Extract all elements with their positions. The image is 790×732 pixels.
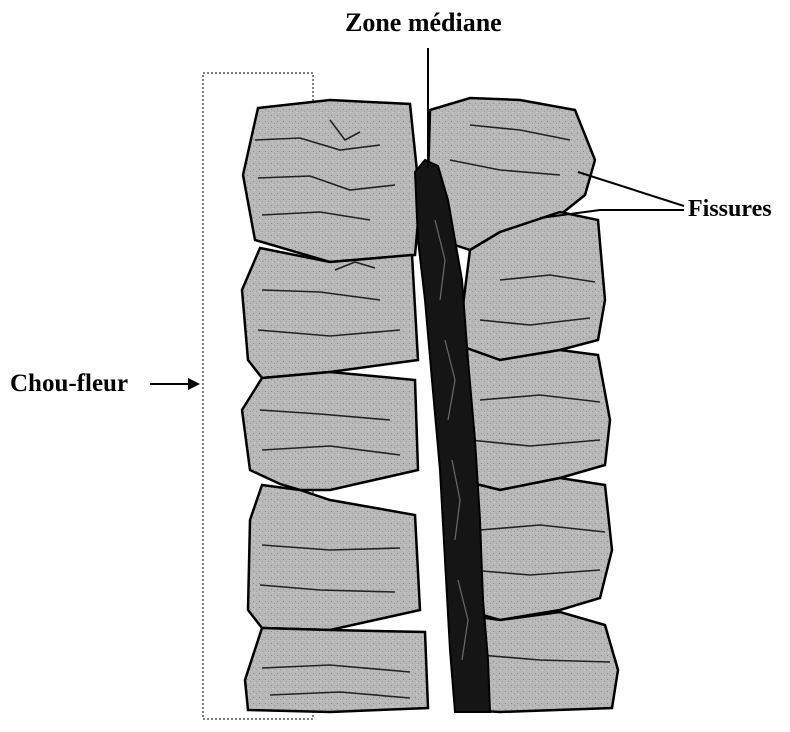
block-left-5 bbox=[245, 628, 428, 712]
block-group-left bbox=[242, 100, 428, 712]
block-left-3 bbox=[242, 372, 418, 490]
block-left-4 bbox=[248, 485, 420, 630]
arrow-chou-fleur bbox=[150, 378, 200, 390]
block-right-3 bbox=[458, 345, 610, 490]
block-left-2 bbox=[242, 248, 418, 378]
leader-fissures-upper bbox=[578, 172, 684, 206]
label-fissures: Fissures bbox=[688, 197, 772, 221]
label-zone-mediane: Zone médiane bbox=[345, 10, 502, 36]
label-chou-fleur: Chou-fleur bbox=[10, 371, 128, 396]
block-left-1 bbox=[243, 100, 420, 262]
